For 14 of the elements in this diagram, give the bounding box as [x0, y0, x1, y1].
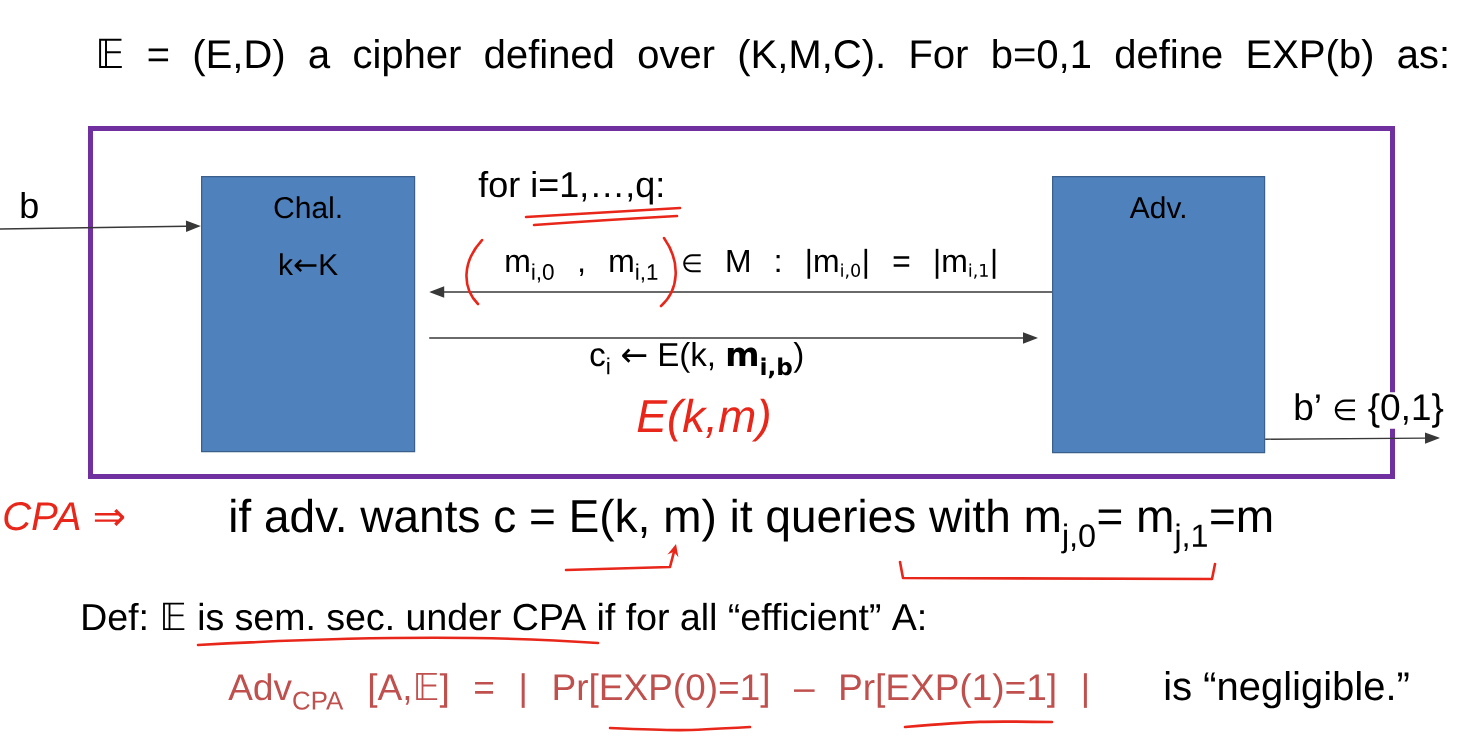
edge-label: b’ ∈ {0,1}	[1292, 392, 1445, 429]
definition-text: Def: 𝔼 is sem. sec. under CPA if for all “efficient” A:	[83, 602, 924, 631]
formula-text: Adv$_{CPA}$ [A,𝔼] = | Pr[EXP(0)=1] – Pr[EXP(1)=1] |	[228, 673, 1087, 710]
loop-label: for i=1,…,q:	[478, 170, 662, 205]
challenger-box: Chal. k←K	[201, 176, 416, 453]
edge-label: b	[21, 191, 38, 219]
note-text: if adv. wants c = E(k, m) it queries with m$_{j,0}$= m$_{j,1}$=m	[231, 498, 1272, 554]
edge-label: c$_{i}$ ← E(k, m$_{i,b}$)	[590, 342, 803, 379]
handwritten-note: CPA ⇒	[4, 502, 125, 531]
note-text: is “negligible.”	[1165, 671, 1409, 709]
adversary-box: Adv.	[1052, 176, 1266, 454]
handwritten-note: E(k,m)	[637, 398, 769, 442]
heading: 𝔼 = (E,D) a cipher defined over (K,M,C). For b=0,1 define EXP(b) as:	[99, 38, 1447, 77]
edge-label: m$_{i,0}$ , m$_{i,1}$ ∈ M : |m$_{i,0}$| = |m$_{i,1}$|	[506, 248, 996, 283]
